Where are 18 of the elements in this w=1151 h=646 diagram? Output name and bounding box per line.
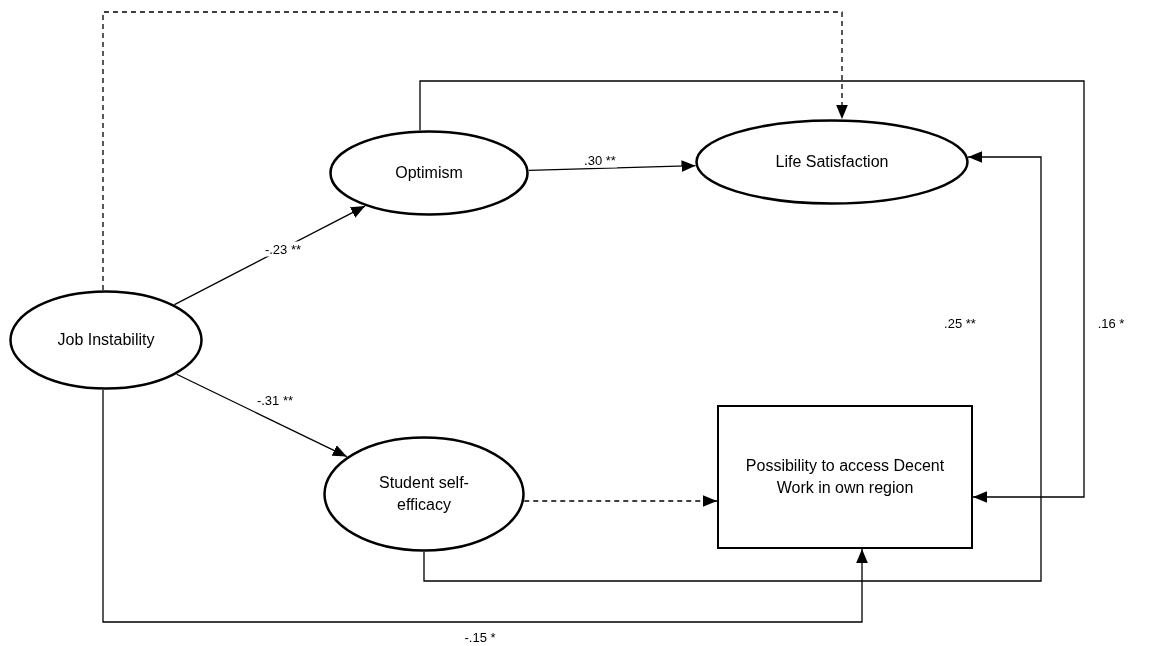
arrow <box>523 495 718 507</box>
arrow <box>423 151 1042 582</box>
node-label: Student self- efficacy <box>378 473 470 515</box>
rectangle-node <box>717 405 973 549</box>
arrow <box>102 389 868 623</box>
edge-label: -.23 ** <box>263 241 303 257</box>
arrow <box>102 11 848 291</box>
node-label: Job Instability <box>57 330 155 351</box>
ellipse-node <box>9 290 203 390</box>
ellipse-node <box>323 436 525 552</box>
ellipse-node <box>695 119 969 205</box>
ellipse-node <box>329 130 529 216</box>
arrow <box>419 80 1085 503</box>
arrow <box>528 160 697 172</box>
node-label: Possibility to access Decent Work in own region <box>744 456 946 498</box>
node-label: Optimism <box>395 163 463 184</box>
node-label: Life Satisfaction <box>775 152 889 173</box>
arrow <box>176 373 348 458</box>
